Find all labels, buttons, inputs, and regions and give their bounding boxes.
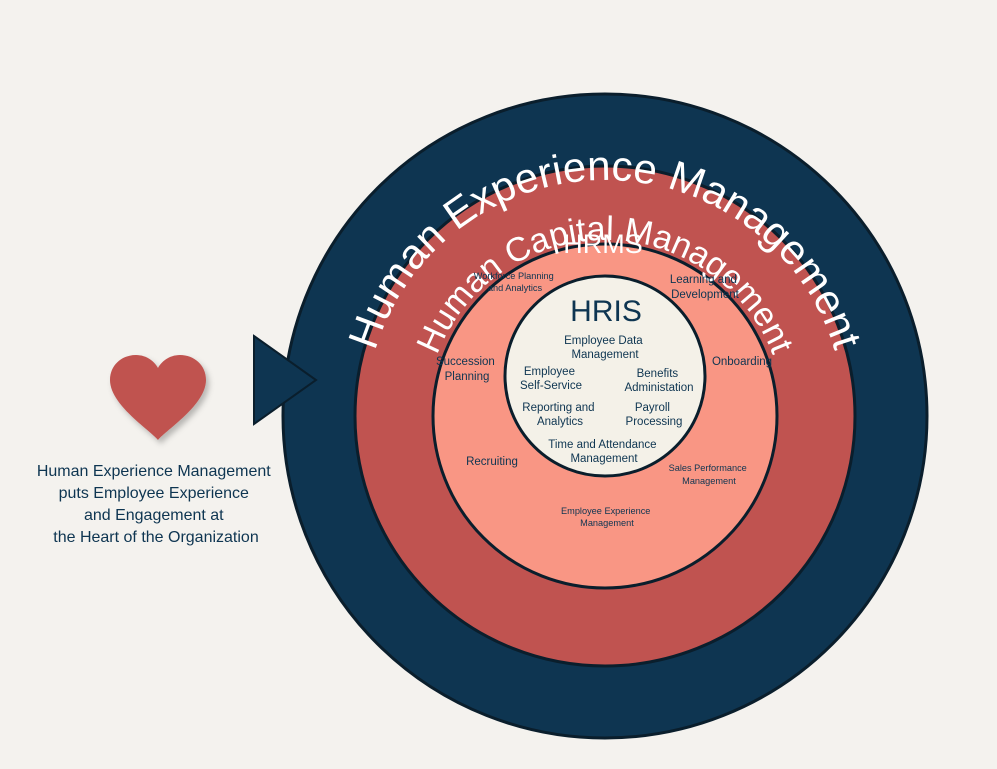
hrms-title: HRMS — [563, 229, 643, 259]
label-payroll: Payroll Processing — [626, 402, 683, 428]
label-onboarding: Onboarding — [712, 356, 772, 368]
label-learning-development: Learning and Development — [670, 274, 740, 301]
label-succession-planning: Succession Planning — [436, 356, 498, 383]
label-self-service: Employee Self-Service — [520, 366, 582, 392]
triangle-arrow-icon — [253, 334, 318, 426]
label-reporting: Reporting and Analytics — [522, 402, 597, 428]
label-workforce-planning: Workforce Planning and Analytics — [474, 271, 557, 293]
hris-title: HRIS — [570, 295, 642, 328]
label-sales-performance: Sales Performance Management — [669, 463, 750, 486]
label-benefits: Benefits Administation — [624, 368, 693, 394]
label-employee-experience: Employee Experience Management — [561, 506, 653, 528]
label-time-attendance: Time and Attendance Management — [548, 439, 659, 465]
hris-core — [503, 274, 707, 478]
heart-icon — [110, 355, 206, 440]
caption: Human Experience Management puts Employe… — [37, 463, 275, 546]
label-recruiting: Recruiting — [466, 456, 518, 468]
label-employee-data: Employee Data Management — [564, 335, 646, 361]
